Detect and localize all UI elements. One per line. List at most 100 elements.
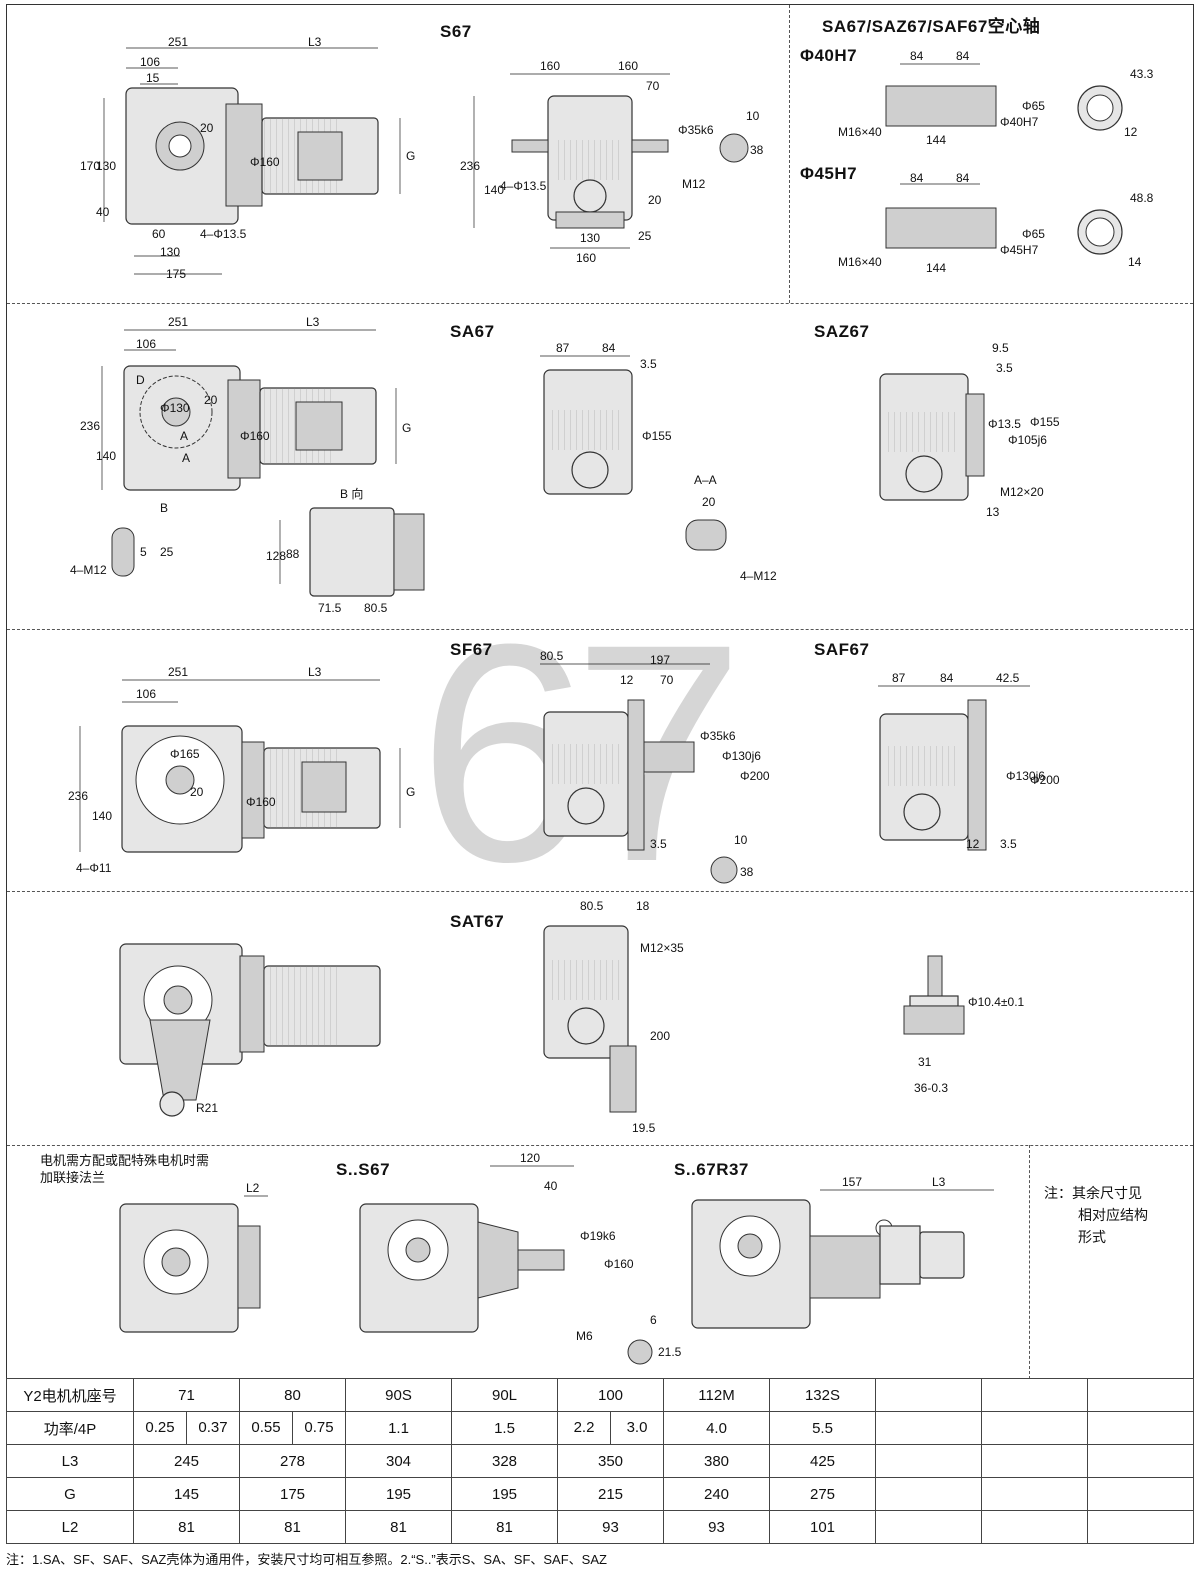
note-line: 加联接法兰 [40,1170,106,1185]
title-sf67: SF67 [450,640,493,659]
note-other-dimensions: 注：其余尺寸见 相对应结构 形式 [1044,1182,1148,1248]
sf67-end-view: 80.5 197 12 70 Φ35k6 Φ130j6 Φ200 3.5 10 … [540,649,770,884]
table-cell: 93 [557,1510,664,1544]
section-divider [7,629,1193,630]
s-s67-view: 120 40 Φ19k6 M6 M6 Φ160 6 21.5 [359,1151,682,1365]
dim-label: 9.5 [992,341,1009,355]
note-line: 相对应结构 [1078,1207,1148,1223]
dim-label: 70 [646,79,660,93]
dim-label: 40 [544,1179,558,1193]
dim-label: 175 [166,267,186,281]
title-s-67r37: S..67R37 [674,1160,749,1179]
dim-label: A [180,429,188,443]
hollow-shaft-views: 84 84 M16×40 144 Φ40H7 Φ65 43.3 12 84 84… [838,49,1154,275]
dim-label: 5 [140,545,147,559]
dim-label: Φ65 [1022,227,1045,241]
table-cell: 90S [345,1378,452,1412]
dim-label: Φ200 [740,769,770,783]
table-cell [875,1477,982,1511]
dim-label: Φ19k6 [580,1229,616,1243]
title-s-s67: S..S67 [336,1160,391,1179]
table-cell: 1.1 [345,1411,452,1445]
table-cell: 93 [663,1510,770,1544]
dim-label: G [406,149,415,163]
section-divider-vertical [789,5,790,303]
dim-label: D [136,373,145,387]
title-sat67: SAT67 [450,912,505,931]
section-divider [7,1145,1193,1146]
dim-label: Φ105j6 [1008,433,1047,447]
dim-label: M12×20 [1000,485,1044,499]
dim-label: 3.5 [650,837,667,851]
table-cell [875,1411,982,1445]
table-cell: 195 [451,1477,558,1511]
title-saz67: SAZ67 [814,322,870,341]
title-phi45h7: Φ45H7 [800,164,858,183]
sa67-b-view: B 向 128 88 71.5 80.5 [266,486,425,615]
dim-label: Φ130j6 [1006,769,1045,783]
section-divider [7,891,1193,892]
title-hollow-shaft: SA67/SAZ67/SAF67空心轴 [822,17,1041,36]
table-row: Y2电机机座号 71 80 90S 90L 100 112M 132S [6,1378,1194,1412]
s67-end-view: 160 160 70 Φ35k6 236 140 4–Φ13.5 M12 20 … [460,59,764,265]
table-cell: 215 [557,1477,664,1511]
dim-label: 36-0.3 [914,1081,948,1095]
table-cell [875,1444,982,1478]
sat67-bolt-detail: Φ10.4±0.1 31 36-0.3 [903,955,1025,1095]
table-cell: 195 [345,1477,452,1511]
dim-label: 251 [168,665,188,679]
section-divider [7,303,1193,304]
dim-label: M16×40 [838,125,882,139]
dim-label: 236 [68,789,88,803]
dim-label: Φ45H7 [1000,243,1039,257]
title-saf67: SAF67 [814,640,870,659]
table-cell: 112M [663,1378,770,1412]
dim-label: 251 [168,315,188,329]
note-motor-flange: 电机需方配或配特殊电机时需 加联接法兰 [40,1152,209,1186]
dim-label: L3 [932,1175,946,1189]
dim-label: Φ160 [604,1257,634,1271]
table-cell: 80 [239,1378,346,1412]
dim-label: 106 [136,687,156,701]
table-cell [981,1411,1088,1445]
dim-label: Φ35k6 [700,729,736,743]
dim-label: 80.5 [540,649,564,663]
row-header: G [6,1477,134,1511]
table-cell [1087,1411,1194,1445]
dim-label: 25 [160,545,174,559]
dim-label: 120 [520,1151,540,1165]
sa67-end-view: 87 84 3.5 Φ155 [540,341,672,495]
dim-label: M12×35 [640,941,684,955]
dim-label: Φ160 [246,795,276,809]
dim-label: 13 [986,505,1000,519]
table-row: G 145 175 195 195 215 240 275 [6,1477,1194,1511]
table-cell: 81 [451,1510,558,1544]
dim-label: 170 [80,159,100,173]
table-row: L3 245 278 304 328 350 380 425 [6,1444,1194,1478]
dim-label: G [402,421,411,435]
saz67-end-view: 9.5 3.5 Φ13.5 Φ105j6 Φ155 M12×20 13 [879,341,1060,519]
dim-label: Φ130j6 [722,749,761,763]
table-row: L2 81 81 81 81 93 93 101 [6,1510,1194,1544]
dim-label: 144 [926,133,946,147]
dim-label: 3.5 [640,357,657,371]
sa67-side-view: 251 L3 106 D Φ130 20 A A Φ160 236 140 G … [70,315,411,577]
table-cell: 425 [769,1444,876,1478]
view-label: A–A [694,473,717,487]
title-s67: S67 [440,22,472,41]
table-cell: 2.2 [558,1412,611,1444]
dim-label: 130 [580,231,600,245]
dim-label: 160 [540,59,560,73]
table-cell: 1.5 [451,1411,558,1445]
dim-label: 4–Φ13.5 [200,227,247,241]
dim-label: 12 [1124,125,1138,139]
dim-label: G [406,785,415,799]
s-67r37-view: 157 L3 [691,1175,994,1329]
row-header: L2 [6,1510,134,1544]
dim-label: 12 [620,673,634,687]
dim-label: Φ160 [250,155,280,169]
table-cell [981,1510,1088,1544]
section-divider-vertical [1029,1145,1030,1379]
